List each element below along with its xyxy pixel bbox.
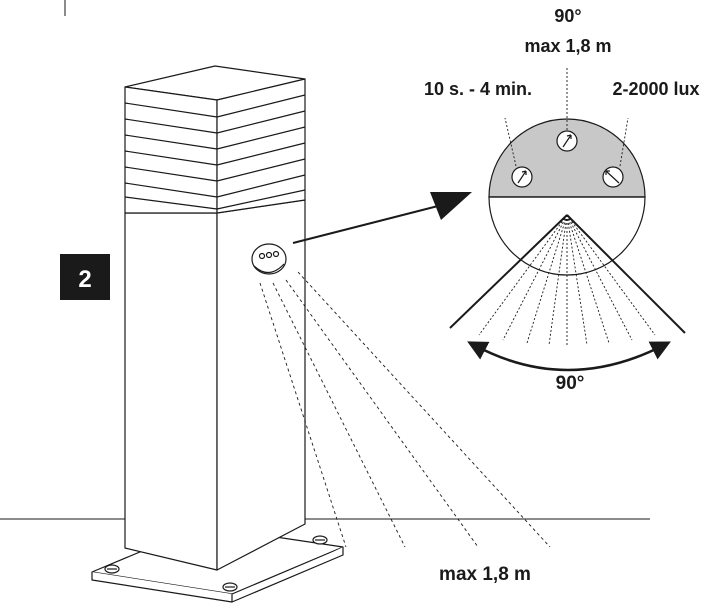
bollard-head-front bbox=[124, 86, 218, 214]
label-top-angle: 90° bbox=[554, 6, 581, 26]
bollard-lamp bbox=[91, 65, 344, 603]
dial-icon bbox=[556, 130, 578, 152]
dial-icon bbox=[511, 166, 533, 188]
bollard-louvres bbox=[124, 94, 306, 210]
step-number: 2 bbox=[78, 266, 91, 293]
bollard-body-front bbox=[124, 212, 218, 571]
label-top-range: max 1,8 m bbox=[524, 36, 611, 56]
angle-arrow bbox=[467, 341, 671, 372]
step-badge bbox=[60, 254, 110, 300]
label-time-setting: 10 s. - 4 min. bbox=[424, 79, 532, 99]
label-lux-setting: 2-2000 lux bbox=[612, 79, 699, 99]
bollard-detection-rays bbox=[259, 271, 551, 548]
label-bottom-range: max 1,8 m bbox=[439, 564, 531, 585]
bollard-sensor bbox=[251, 243, 287, 275]
label-detection-angle: 90° bbox=[556, 373, 585, 394]
detection-fan bbox=[449, 214, 686, 372]
bollard-head-side bbox=[216, 78, 306, 214]
label-leaders bbox=[504, 66, 629, 167]
dial-icon bbox=[602, 166, 624, 188]
pointer-arrow-shaft bbox=[292, 205, 439, 244]
arrow-icon bbox=[430, 192, 472, 220]
